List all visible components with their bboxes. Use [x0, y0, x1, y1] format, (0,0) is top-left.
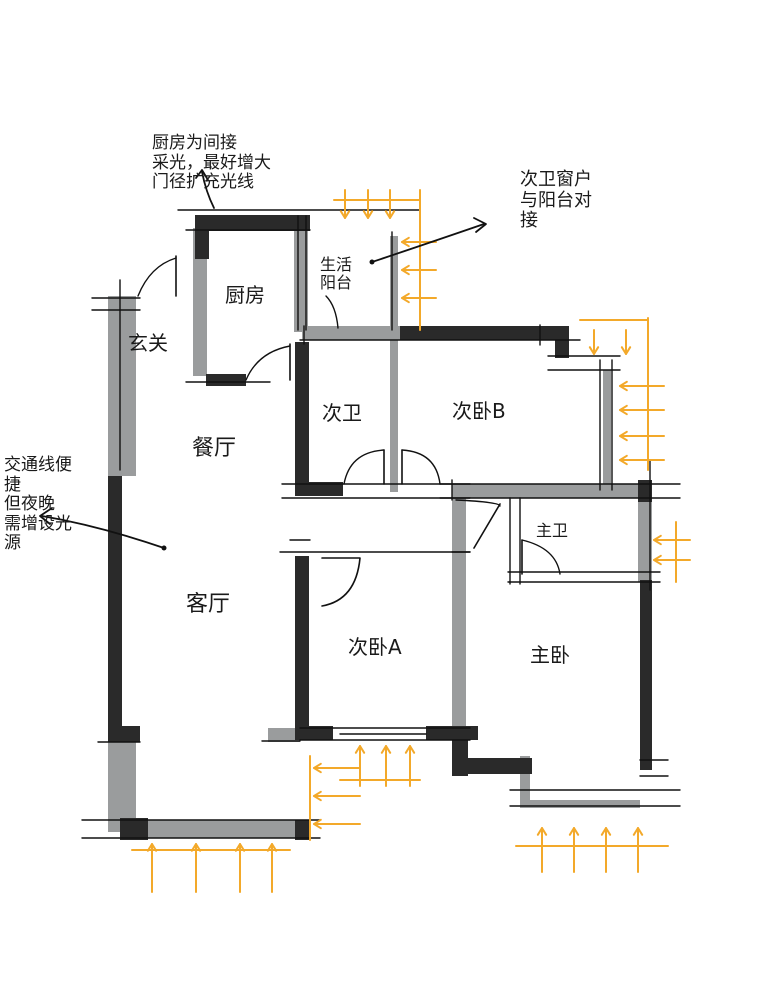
- pointer-dot: [161, 545, 167, 551]
- annotation-circulation: 交通线便 捷 但夜晚 需增设光 源: [4, 455, 72, 554]
- light-arrow-head: [401, 264, 410, 276]
- wall-gray-segment: [108, 740, 136, 832]
- master-bath-door-arc: [521, 539, 561, 575]
- wall-gray-segment: [268, 728, 300, 742]
- light-arrow-head: [190, 843, 202, 852]
- light-arrow-head: [653, 554, 662, 566]
- wall-gray-segment: [638, 500, 652, 582]
- circulation-note-pointer-head: [39, 507, 53, 525]
- wall-gray-segment: [108, 296, 136, 476]
- wall-dark-segment: [295, 820, 309, 840]
- wall-dark-segment: [120, 818, 148, 840]
- light-arrow-head: [380, 745, 392, 754]
- wall-gray-segment: [520, 800, 640, 808]
- room-label-living-room: 客厅: [186, 592, 231, 617]
- room-label-entrance: 玄关: [128, 331, 168, 355]
- bedroom-b-door-arc: [401, 449, 441, 485]
- second-bath-door-arc: [343, 449, 385, 485]
- master-door-leaf: [473, 503, 501, 549]
- room-label-master-bedroom: 主卧: [530, 643, 570, 667]
- circulation-note-pointer: [41, 515, 165, 549]
- light-arrow-head: [588, 346, 600, 355]
- light-arrow-head: [619, 430, 628, 442]
- wall-dark-segment: [426, 726, 478, 740]
- pointer-dot: [369, 259, 375, 265]
- light-arrow-head: [362, 210, 374, 219]
- wall-gray-segment: [520, 756, 530, 806]
- light-arrow-head: [653, 534, 662, 546]
- wall-gray-segment: [120, 820, 305, 838]
- light-arrow-head: [234, 843, 246, 852]
- wall-dark-segment: [638, 480, 652, 502]
- wall-dark-segment: [555, 326, 569, 358]
- kitchen-note-pointer: [201, 171, 215, 209]
- wall-dark-segment: [295, 726, 333, 740]
- wall-gray-segment: [452, 498, 466, 736]
- light-arrow-head: [401, 236, 410, 248]
- annotation-bedroom-b-window: 次卫窗户 与阳台对 接: [520, 169, 592, 232]
- wall-dark-segment: [108, 726, 140, 742]
- light-arrow-head: [619, 380, 628, 392]
- light-arrow-head: [536, 827, 548, 836]
- light-arrow-head: [384, 210, 396, 219]
- light-arrow-head: [401, 292, 410, 304]
- light-arrow-head: [313, 762, 322, 774]
- light-arrow-head: [313, 818, 322, 830]
- light-arrow-head: [354, 745, 366, 754]
- wall-dark-segment: [195, 215, 310, 231]
- room-label-dining: 餐厅: [192, 436, 237, 461]
- wall-gray-segment: [452, 484, 640, 498]
- entrance-door-arc: [137, 257, 177, 297]
- room-label-kitchen: 厨房: [225, 283, 265, 307]
- kitchen-note-pointer-head: [195, 169, 209, 181]
- wall-gray-segment: [603, 370, 611, 484]
- wall-dark-segment: [295, 556, 309, 728]
- wall-dark-segment: [108, 476, 122, 740]
- light-arrow-head: [339, 210, 351, 219]
- room-label-second-bedroom-a: 次卧A: [348, 635, 402, 659]
- balcony-door-arc: [325, 295, 339, 329]
- wall-dark-segment: [295, 482, 343, 496]
- wall-dark-segment: [400, 326, 558, 340]
- wall-dark-segment: [452, 758, 532, 774]
- balcony-note-pointer: [371, 223, 485, 263]
- room-label-second-bath: 次卫: [322, 401, 362, 425]
- wall-dark-segment: [206, 374, 246, 386]
- room-label-second-bedroom-b: 次卧B: [452, 399, 506, 423]
- balcony-note-pointer-head: [473, 217, 487, 233]
- wall-dark-segment: [195, 215, 209, 259]
- light-arrow-head: [404, 745, 416, 754]
- light-arrow-head: [620, 346, 632, 355]
- light-arrow-head: [266, 843, 278, 852]
- wall-dark-segment: [640, 580, 652, 770]
- light-arrow-head: [632, 827, 644, 836]
- bedroom-a-door: [321, 557, 361, 607]
- light-arrow-head: [619, 454, 628, 466]
- light-arrow-head: [600, 827, 612, 836]
- light-arrow-head: [568, 827, 580, 836]
- room-label-living-balcony: 生活 阳台: [320, 255, 353, 293]
- room-label-master-bath: 主卫: [536, 521, 569, 540]
- kitchen-door-arc: [245, 345, 291, 381]
- wall-gray-segment: [390, 236, 398, 492]
- wall-dark-segment: [295, 342, 309, 496]
- wall-gray-segment: [193, 228, 207, 376]
- light-arrow-head: [619, 404, 628, 416]
- light-arrow-head: [313, 790, 322, 802]
- light-arrow-head: [146, 843, 158, 852]
- annotation-kitchen-lighting: 厨房为间接 采光，最好增大 门径扩充光线: [152, 133, 271, 193]
